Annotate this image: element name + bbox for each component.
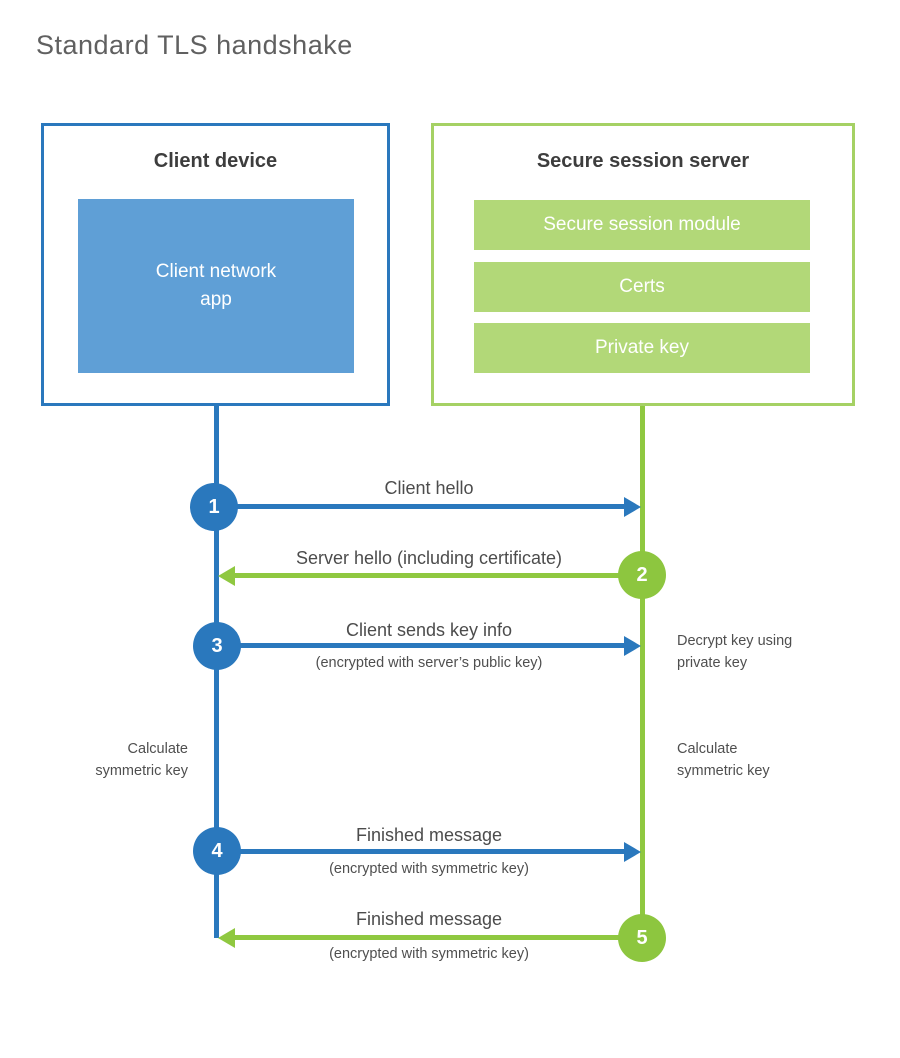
server-module-certs: Certs	[474, 262, 810, 312]
step-circle-1: 1	[190, 483, 238, 531]
arrowhead-right-icon	[624, 497, 641, 517]
server-box-title: Secure session server	[536, 150, 750, 172]
step-circle-4: 4	[193, 827, 241, 875]
arrowhead-right-icon	[624, 842, 641, 862]
server-lifeline	[640, 406, 645, 918]
page-title: Standard TLS handshake	[36, 30, 353, 60]
arrow-client-key-info	[216, 643, 625, 648]
msg-sublabel-key-info: (encrypted with server’s public key)	[315, 655, 543, 671]
arrow-finished-client	[216, 849, 625, 854]
step-circle-2: 2	[618, 551, 666, 599]
msg-sublabel-finished-server: (encrypted with symmetric key)	[329, 946, 529, 962]
client-device-title: Client device	[153, 150, 278, 172]
arrowhead-left-icon	[218, 566, 235, 586]
server-module-private-key: Private key	[474, 323, 810, 373]
note-calculate-symmetric-key-right: Calculate symmetric key	[677, 741, 770, 779]
note-calculate-symmetric-key-left: Calculate symmetric key	[95, 741, 188, 779]
client-network-app-rect: Client network app	[78, 199, 354, 373]
msg-label-finished-server: Finished message	[355, 909, 503, 929]
step-circle-5: 5	[618, 914, 666, 962]
arrow-finished-server	[234, 935, 642, 940]
arrowhead-right-icon	[624, 636, 641, 656]
server-module-secure-session: Secure session module	[474, 200, 810, 250]
msg-sublabel-finished-client: (encrypted with symmetric key)	[329, 861, 529, 877]
arrow-server-hello	[234, 573, 642, 578]
step-circle-3: 3	[193, 622, 241, 670]
arrow-client-hello	[216, 504, 625, 509]
client-lifeline	[214, 406, 219, 938]
msg-label-finished-client: Finished message	[355, 825, 503, 845]
msg-label-key-info: Client sends key info	[345, 620, 513, 640]
note-decrypt-key: Decrypt key using private key	[677, 633, 793, 671]
msg-label-client-hello: Client hello	[384, 478, 474, 498]
arrowhead-left-icon	[218, 928, 235, 948]
msg-label-server-hello: Server hello (including certificate)	[295, 548, 563, 568]
